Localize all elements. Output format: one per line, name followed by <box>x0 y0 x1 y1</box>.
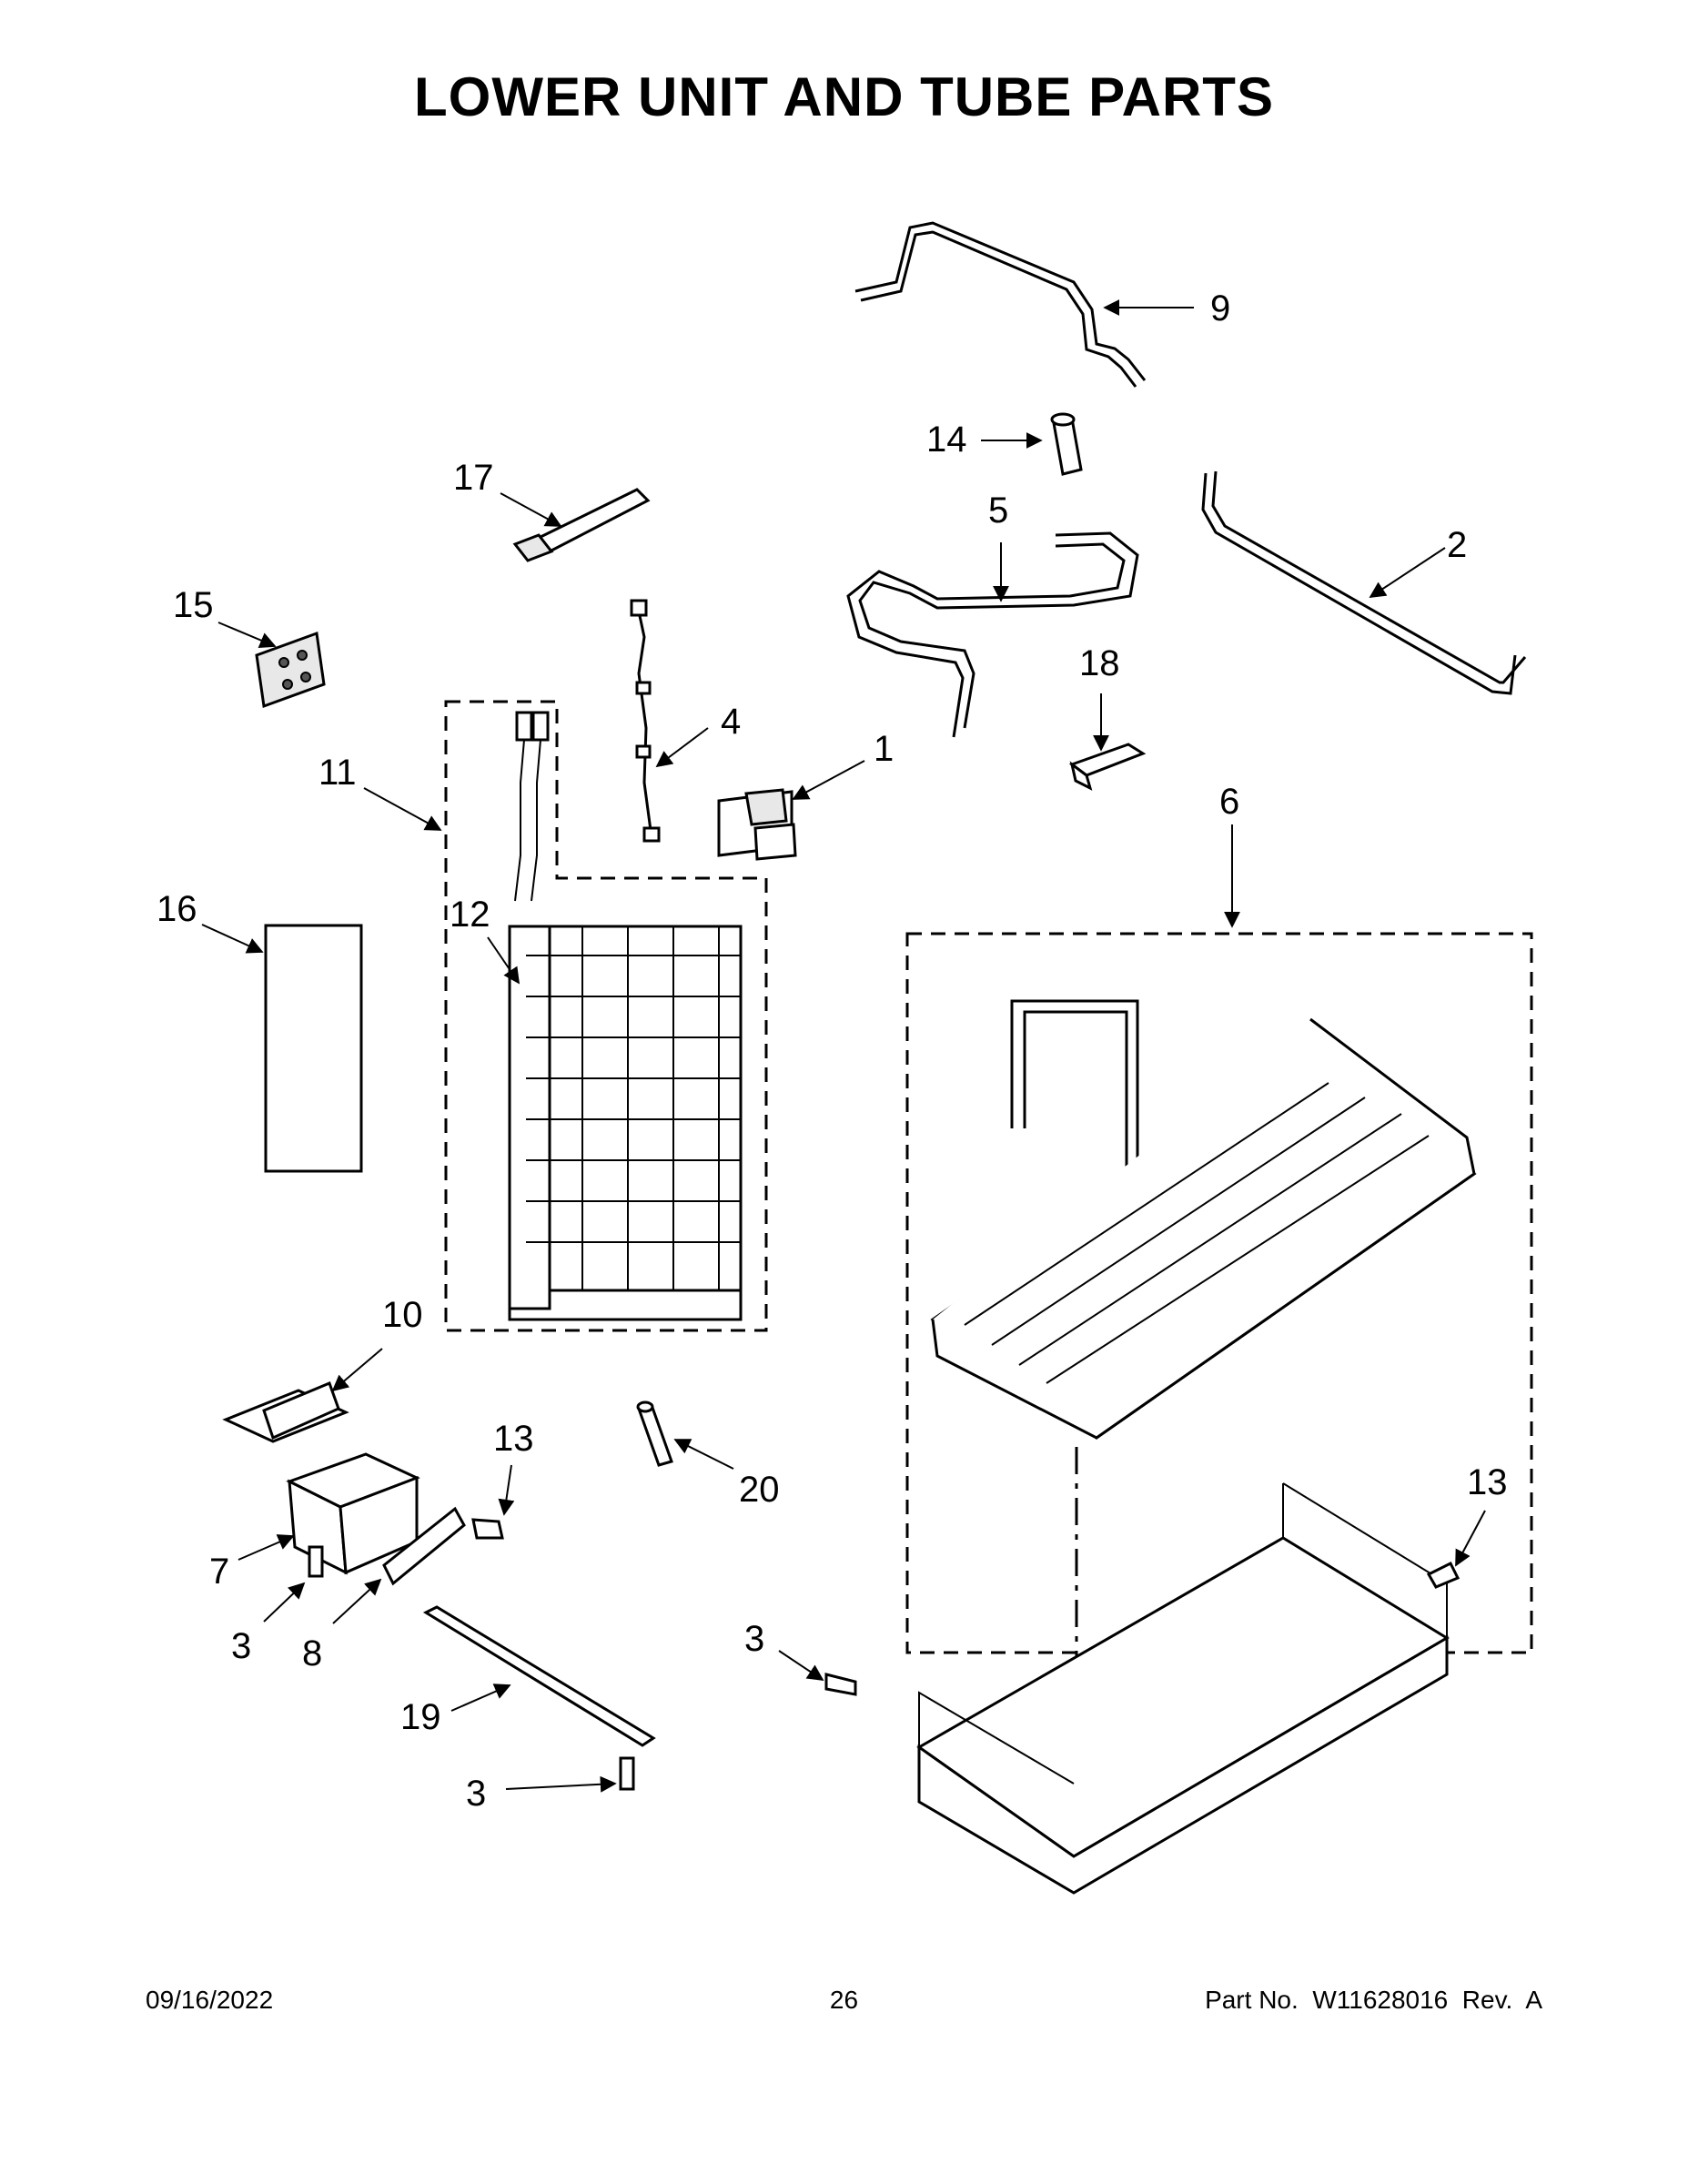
callout-20: 20 <box>739 1470 780 1510</box>
callout-5: 5 <box>988 490 1008 531</box>
part-13-screw-right <box>1426 1561 1461 1589</box>
base-tray <box>916 1482 1450 1895</box>
part-17-tie-strap <box>512 488 651 562</box>
part-3-screw-middle <box>824 1673 857 1696</box>
callout-1: 1 <box>874 729 894 769</box>
part-1-relay <box>717 788 797 861</box>
callout-9: 9 <box>1210 288 1230 329</box>
part-15-pad <box>255 631 326 709</box>
callout-14: 14 <box>926 420 967 460</box>
part-7-bracket <box>286 1452 420 1575</box>
leader-15 <box>217 622 277 649</box>
part-11-assembly-outline <box>444 700 768 1332</box>
leader-7 <box>238 1534 295 1561</box>
callout-2: 2 <box>1447 525 1467 565</box>
leader-1 <box>792 760 865 800</box>
part-8-plate <box>382 1506 466 1586</box>
part-9-tube <box>854 221 1147 388</box>
callout-10: 10 <box>382 1295 423 1335</box>
leader-20 <box>673 1439 734 1470</box>
part-18-bracket <box>1068 743 1147 791</box>
leader-16 <box>201 924 264 954</box>
leader-13-right <box>1455 1510 1486 1567</box>
callout-16: 16 <box>157 889 197 929</box>
part-6-assembly-outline <box>905 932 1533 1654</box>
callout-12: 12 <box>450 895 490 935</box>
leader-4 <box>655 727 709 768</box>
callout-18: 18 <box>1079 643 1120 683</box>
leader-3-left <box>263 1582 306 1623</box>
part-5-tube <box>846 531 1139 738</box>
leader-12 <box>487 936 521 985</box>
part-20-sleeve <box>636 1400 673 1467</box>
part-19-strip <box>422 1605 656 1747</box>
footer-date: 09/16/2022 <box>146 1986 274 2014</box>
leader-8 <box>332 1578 382 1624</box>
part-13-screw-left <box>471 1518 504 1540</box>
part-10-plate <box>222 1381 349 1443</box>
part-11-condenser <box>508 711 743 1321</box>
part-16-cover <box>264 924 363 1173</box>
leader-19 <box>450 1684 511 1712</box>
callout-17: 17 <box>453 458 494 498</box>
leader-10 <box>331 1348 383 1392</box>
leader-17 <box>500 492 562 527</box>
callout-3-left: 3 <box>231 1626 251 1666</box>
callout-13-right: 13 <box>1467 1462 1508 1502</box>
leader-13-left <box>498 1464 515 1516</box>
callout-3-bottom: 3 <box>466 1774 486 1814</box>
part-14-sleeve <box>1050 412 1083 476</box>
part-4-harness <box>630 599 661 843</box>
callout-4: 4 <box>721 702 741 742</box>
leader-2 <box>1369 547 1446 598</box>
footer-part-info: Part No. W11628016 Rev. A <box>1205 1986 1542 2014</box>
callout-13-left: 13 <box>493 1419 534 1459</box>
callout-8: 8 <box>302 1633 322 1673</box>
callout-15: 15 <box>173 585 214 625</box>
part-2-tube <box>1201 470 1527 695</box>
leader-11 <box>363 787 442 831</box>
page-title: LOWER UNIT AND TUBE PARTS <box>414 66 1274 127</box>
callout-3-middle: 3 <box>744 1619 764 1659</box>
part-3-screw-left <box>308 1545 324 1578</box>
leader-3-middle <box>778 1650 824 1681</box>
part-3-screw-bottom <box>619 1756 635 1791</box>
footer-page-number: 26 <box>829 1986 859 2014</box>
callout-6: 6 <box>1219 782 1239 822</box>
leader-3-bottom <box>505 1775 617 1793</box>
callout-11: 11 <box>318 753 357 793</box>
callout-7: 7 <box>209 1552 229 1592</box>
callout-19: 19 <box>400 1697 441 1737</box>
part-6-drain-pan <box>930 999 1477 1440</box>
